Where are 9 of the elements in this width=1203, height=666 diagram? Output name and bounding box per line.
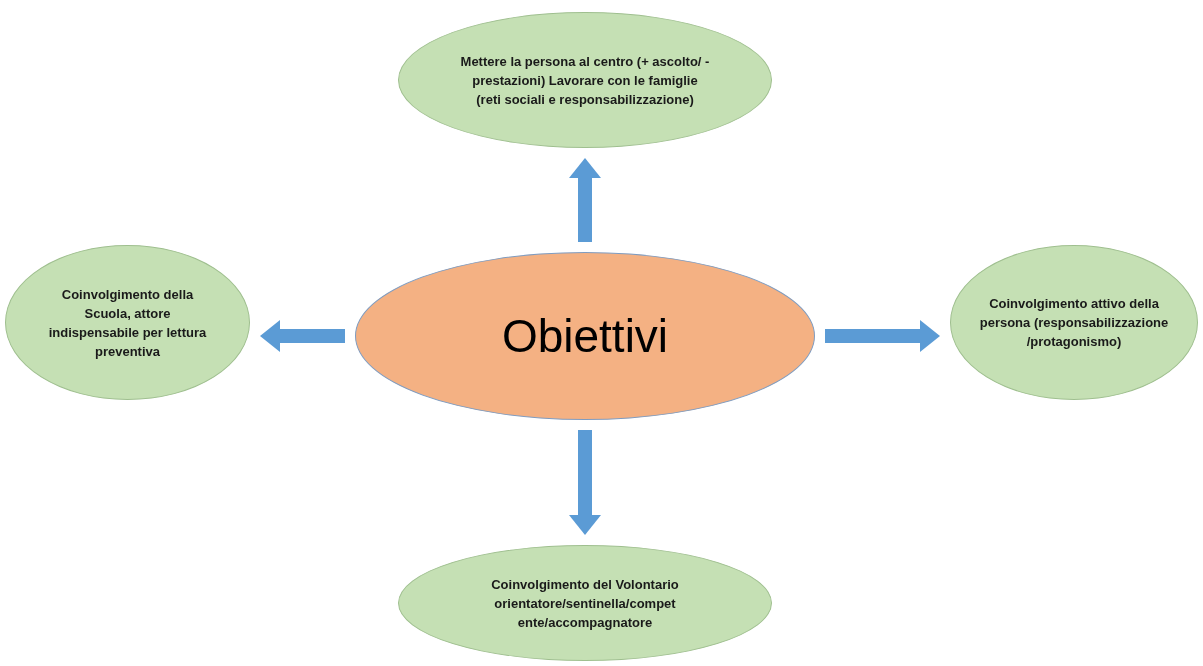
node-text: Mettere la persona al centro (+ ascolto/ - prestazioni) Lavorare con le famiglie (reti sociali e responsabilizzazione)	[460, 52, 710, 109]
node-text: Coinvolgimento attivo della persona (responsabilizzazione /protagonismo)	[978, 295, 1170, 351]
block-arrow	[260, 320, 345, 352]
node-text: Coinvolgimento della Scuola, attore indispensabile per lettura preventiva	[47, 285, 208, 361]
block-arrow	[569, 158, 601, 242]
block-arrow	[569, 430, 601, 535]
node-text: Coinvolgimento del Volontario orientatore/sentinella/compet ente/accompagnatore	[490, 575, 680, 632]
block-arrow	[825, 320, 940, 352]
title-text: Obiettivi	[501, 308, 669, 364]
